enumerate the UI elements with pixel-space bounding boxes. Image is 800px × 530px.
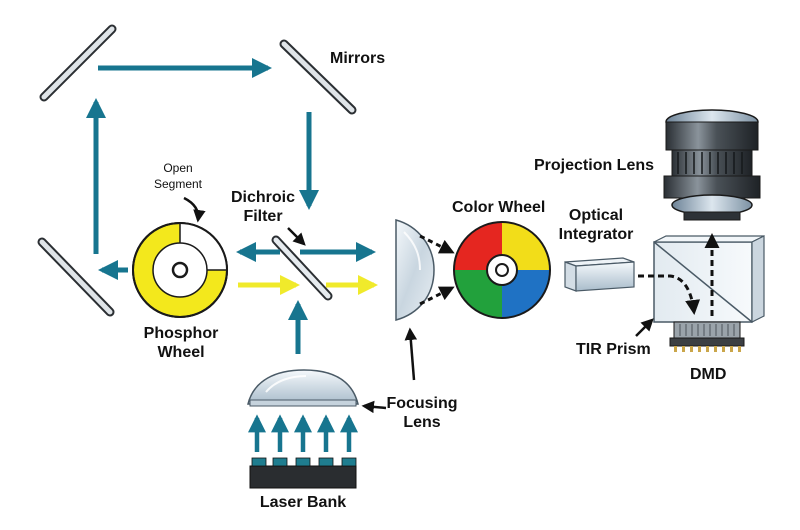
focused-beams (419, 234, 455, 306)
dmd-chip (669, 321, 745, 352)
mirror-bottom-left (37, 237, 115, 317)
pointer-open-segment (183, 196, 206, 223)
tir-prism (653, 235, 765, 323)
label-dmd: DMD (690, 366, 727, 383)
blue-beam-path (86, 58, 376, 354)
mirror-top-left (39, 24, 117, 102)
label-open-segment-line1: Open (163, 161, 193, 175)
label-pointers (183, 196, 654, 414)
label-phosphor-line2: Wheel (157, 344, 205, 361)
laser-beams (248, 414, 358, 452)
color-wheel (453, 221, 551, 319)
projection-beam (638, 233, 720, 316)
label-open-segment-line2: Segment (153, 177, 203, 191)
focusing-lens-vertical (395, 219, 435, 321)
dichroic-filter (271, 235, 333, 301)
label-phosphor-line1: Phosphor (143, 325, 219, 342)
label-focusing-line2: Lens (403, 414, 441, 431)
label-optical-line1: Optical (568, 207, 624, 224)
label-dichroic-line1: Dichroic (230, 189, 295, 206)
pointer-dichroic (287, 227, 306, 246)
phosphor-wheel (132, 222, 228, 318)
label-color-wheel: Color Wheel (452, 199, 546, 216)
label-optical-line2: Integrator (558, 226, 634, 243)
label-dichroic-line2: Filter (243, 208, 283, 225)
pointer-focusing-horizontal (361, 400, 387, 414)
laser-bank-unit (249, 457, 357, 489)
label-mirrors: Mirrors (330, 50, 386, 67)
label-laser-bank: Laser Bank (259, 494, 347, 511)
label-tir-prism: TIR Prism (576, 341, 651, 358)
label-projection-lens: Projection Lens (534, 157, 655, 174)
label-focusing-line1: Focusing (386, 395, 458, 412)
focusing-lens-horizontal (247, 369, 359, 407)
pointer-tir-prism (635, 318, 654, 337)
mirror-top-right (279, 39, 357, 115)
projection-lens (663, 109, 761, 221)
optical-integrator (564, 257, 635, 292)
pointer-focusing-vertical (404, 327, 418, 381)
